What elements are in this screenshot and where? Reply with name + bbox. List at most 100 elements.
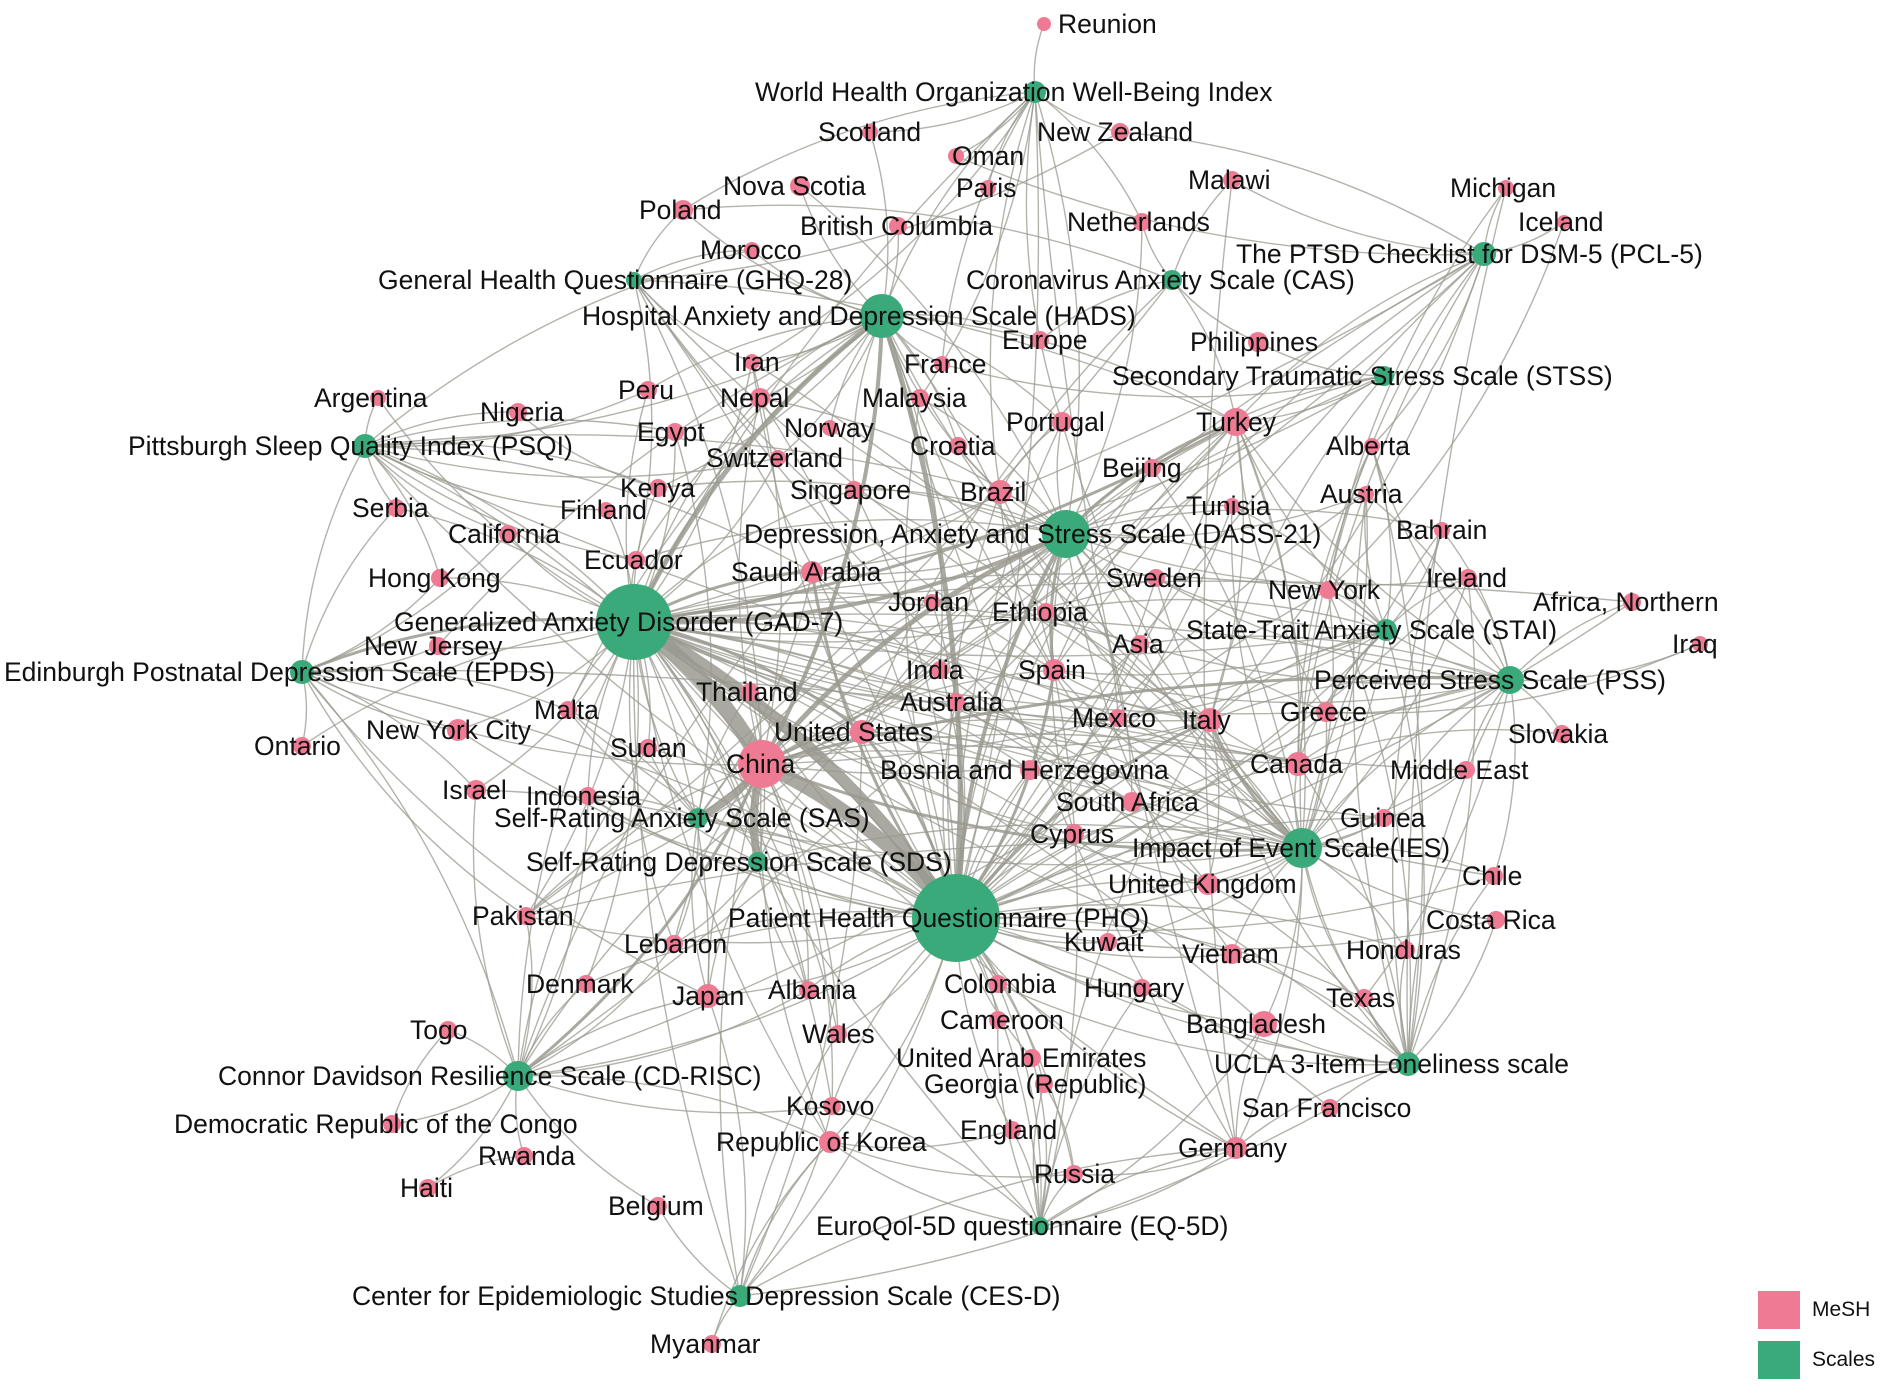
node-sanfrancisco[interactable] <box>1321 1099 1339 1117</box>
node-malta[interactable] <box>559 701 577 719</box>
node-korea[interactable] <box>819 1131 841 1153</box>
node-indonesia[interactable] <box>579 787 597 805</box>
node-stss[interactable] <box>1374 366 1394 386</box>
node-cyprus[interactable] <box>1064 824 1084 844</box>
node-turkey[interactable] <box>1222 408 1250 436</box>
node-thailand[interactable] <box>741 683 759 701</box>
node-drc[interactable] <box>383 1115 401 1133</box>
node-texas[interactable] <box>1355 989 1373 1007</box>
node-chile[interactable] <box>1485 867 1503 885</box>
node-philippines[interactable] <box>1248 332 1268 352</box>
node-alberta[interactable] <box>1364 438 1380 454</box>
node-kenya[interactable] <box>649 479 667 497</box>
node-bosnia[interactable] <box>1020 760 1040 780</box>
node-honduras[interactable] <box>1397 941 1415 959</box>
node-tunisia[interactable] <box>1224 498 1240 514</box>
node-croatia[interactable] <box>949 437 967 455</box>
node-peru[interactable] <box>639 381 657 399</box>
node-japan[interactable] <box>696 984 720 1008</box>
node-ies[interactable] <box>1282 828 1322 868</box>
node-gad7[interactable] <box>596 584 672 660</box>
node-belgium[interactable] <box>649 1197 667 1215</box>
node-austria[interactable] <box>1358 486 1374 502</box>
node-colombia[interactable] <box>989 975 1007 993</box>
node-michigan[interactable] <box>1498 180 1514 196</box>
node-beijing[interactable] <box>1143 459 1161 477</box>
node-sds[interactable] <box>748 852 768 872</box>
node-europe[interactable] <box>1031 331 1049 349</box>
node-myanmar[interactable] <box>703 1335 721 1353</box>
node-cesd[interactable] <box>729 1285 751 1307</box>
node-guinea[interactable] <box>1375 809 1393 827</box>
node-hongkong[interactable] <box>431 569 449 587</box>
node-california[interactable] <box>499 525 517 543</box>
node-stai[interactable] <box>1375 619 1397 641</box>
node-eq5d[interactable] <box>1031 1217 1049 1235</box>
node-sweden[interactable] <box>1147 569 1165 587</box>
node-slovakia[interactable] <box>1553 725 1571 743</box>
node-georgia[interactable] <box>1035 1075 1053 1093</box>
node-pcl5[interactable] <box>1472 242 1496 266</box>
node-epds[interactable] <box>290 660 314 684</box>
node-canada[interactable] <box>1286 752 1310 776</box>
node-kuwait[interactable] <box>1099 933 1117 951</box>
node-lebanon[interactable] <box>665 935 683 953</box>
node-ontario[interactable] <box>293 737 311 755</box>
node-nepal[interactable] <box>750 388 770 408</box>
node-rwanda[interactable] <box>515 1147 533 1165</box>
node-africanorthern[interactable] <box>1623 593 1641 611</box>
node-denmark[interactable] <box>577 975 595 993</box>
node-sas[interactable] <box>688 808 708 828</box>
node-sudan[interactable] <box>639 739 657 757</box>
node-iceland[interactable] <box>1557 215 1571 229</box>
node-southafrica[interactable] <box>1122 792 1142 812</box>
node-india[interactable] <box>931 661 949 679</box>
node-ghq28[interactable] <box>626 272 642 288</box>
node-pakistan[interactable] <box>517 907 535 925</box>
node-mexico[interactable] <box>1109 709 1127 727</box>
node-albania[interactable] <box>799 981 817 999</box>
node-brazil[interactable] <box>988 480 1012 504</box>
node-iran[interactable] <box>744 354 760 370</box>
node-morocco[interactable] <box>744 242 760 258</box>
node-russia[interactable] <box>1065 1165 1083 1183</box>
node-oman[interactable] <box>948 148 964 164</box>
node-vietnam[interactable] <box>1222 944 1242 964</box>
node-france[interactable] <box>934 356 950 372</box>
node-portugal[interactable] <box>1052 412 1072 432</box>
node-newzealand[interactable] <box>1111 123 1129 141</box>
node-who5[interactable] <box>1024 81 1046 103</box>
node-australia[interactable] <box>947 693 965 711</box>
node-unitedstates[interactable] <box>850 720 874 744</box>
node-wales[interactable] <box>829 1025 847 1043</box>
node-malaysia[interactable] <box>911 389 929 407</box>
node-ecuador[interactable] <box>627 551 645 569</box>
node-newyork[interactable] <box>1319 581 1337 599</box>
node-scotland[interactable] <box>862 124 878 140</box>
node-pss[interactable] <box>1496 666 1524 694</box>
node-greece[interactable] <box>1316 702 1336 722</box>
node-dass21[interactable] <box>1042 510 1090 558</box>
node-newyorkcity[interactable] <box>447 719 469 741</box>
node-newjersey[interactable] <box>429 637 447 655</box>
node-norway[interactable] <box>822 420 838 436</box>
node-nigeria[interactable] <box>509 403 527 421</box>
node-bangladesh[interactable] <box>1251 1011 1277 1037</box>
node-asia[interactable] <box>1131 635 1149 653</box>
node-psqi[interactable] <box>353 434 377 458</box>
node-togo[interactable] <box>439 1021 457 1039</box>
node-germany[interactable] <box>1225 1137 1247 1159</box>
node-spain[interactable] <box>1043 659 1065 681</box>
node-jordan[interactable] <box>924 594 940 610</box>
node-cas[interactable] <box>1162 270 1182 290</box>
node-paris[interactable] <box>980 180 996 196</box>
node-novascotia[interactable] <box>790 176 810 196</box>
node-costarica[interactable] <box>1487 911 1505 929</box>
node-iraq[interactable] <box>1692 636 1708 652</box>
node-cameroon[interactable] <box>989 1011 1007 1029</box>
node-cdrisc[interactable] <box>503 1061 533 1091</box>
node-reunion[interactable] <box>1037 17 1051 31</box>
node-malawi[interactable] <box>1223 171 1241 189</box>
node-hungary[interactable] <box>1133 979 1151 997</box>
node-ucla[interactable] <box>1396 1052 1420 1076</box>
